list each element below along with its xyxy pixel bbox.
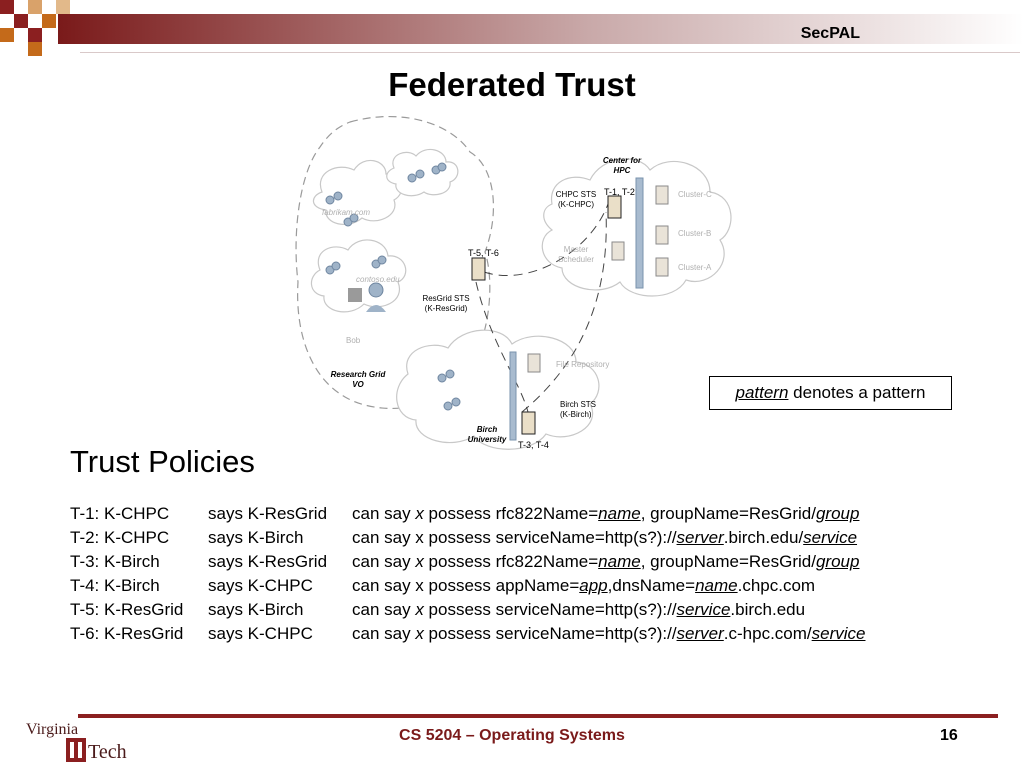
t12-label: T-1, T-2 (604, 187, 635, 197)
cluster-a-label: Cluster-A (678, 263, 712, 272)
birch-sts-key: (K-Birch) (560, 410, 592, 419)
pattern-legend: pattern denotes a pattern (709, 376, 952, 410)
center-hpc-label-line2: HPC (613, 166, 631, 175)
bob-label: Bob (346, 336, 361, 345)
research-grid-label: Research Grid (330, 370, 386, 379)
t34-label: T-3, T-4 (518, 440, 549, 450)
policy-id: T-6: K-ResGrid (70, 624, 184, 643)
birch-label: Birch (476, 425, 498, 434)
footer-course: CS 5204 – Operating Systems (399, 727, 625, 744)
section-title: Trust Policies (70, 444, 255, 479)
svg-text:Virginia: Virginia (26, 721, 78, 738)
policy-body: can say x possess rfc822Name=name, group… (352, 504, 860, 523)
diagram-labels: Center for HPC CHPC STS (K-CHPC) T-1, T-… (290, 112, 740, 457)
cluster-c-label: Cluster-C (678, 190, 712, 199)
policy-id: T-5: K-ResGrid (70, 600, 184, 619)
resgrid-sts-label: ResGrid STS (422, 294, 470, 303)
scheduler-label: Scheduler (558, 255, 595, 264)
policy-id: T-1: K-CHPC (70, 504, 170, 523)
cluster-b-label: Cluster-B (678, 229, 712, 238)
legend-pattern-word: pattern (735, 383, 789, 402)
policy-says: says K-CHPC (208, 576, 313, 595)
contoso-label: contoso.edu (356, 275, 400, 284)
master-label: Master (563, 245, 589, 254)
header-title: SecPAL (800, 25, 860, 42)
resgrid-sts-key: (K-ResGrid) (424, 304, 468, 313)
chpc-sts-key: (K-CHPC) (558, 200, 594, 209)
policy-body: can say x possess rfc822Name=name, group… (352, 552, 860, 571)
policy-id: T-3: K-Birch (70, 552, 160, 571)
policy-says: says K-CHPC (208, 624, 313, 643)
file-repository-label: File Repository (556, 360, 610, 369)
policy-body: can say x possess serviceName=http(s?):/… (352, 600, 806, 619)
policy-body: can say x possess appName=app,dnsName=na… (352, 576, 816, 595)
virginia-tech-logo: Virginia Tech (26, 721, 127, 763)
policy-body: can say x possess serviceName=http(s?):/… (352, 624, 866, 643)
university-label: University (467, 435, 507, 444)
t56-label: T-5, T-6 (468, 248, 499, 258)
policy-id: T-2: K-CHPC (70, 528, 170, 547)
legend-text: denotes a pattern (788, 383, 926, 402)
vo-label: VO (352, 380, 364, 389)
policy-says: says K-ResGrid (208, 552, 328, 571)
policy-id: T-4: K-Birch (70, 576, 160, 595)
chpc-sts-label: CHPC STS (555, 190, 597, 199)
policy-says: says K-Birch (208, 528, 304, 547)
federation-diagram (295, 115, 732, 450)
page-number: 16 (940, 727, 958, 744)
center-hpc-label-line1: Center for (602, 156, 642, 165)
slide-title: Federated Trust (388, 66, 636, 103)
svg-text:Tech: Tech (88, 741, 127, 763)
birch-sts-label: Birch STS (560, 400, 597, 409)
fabrikam-label: fabrikam.com (322, 208, 371, 217)
header-divider (80, 52, 1020, 53)
header-decoration (0, 0, 1024, 56)
policy-body: can say x possess serviceName=http(s?):/… (352, 528, 858, 547)
footer-divider (78, 714, 998, 718)
policy-says: says K-ResGrid (208, 504, 328, 523)
policy-says: says K-Birch (208, 600, 304, 619)
